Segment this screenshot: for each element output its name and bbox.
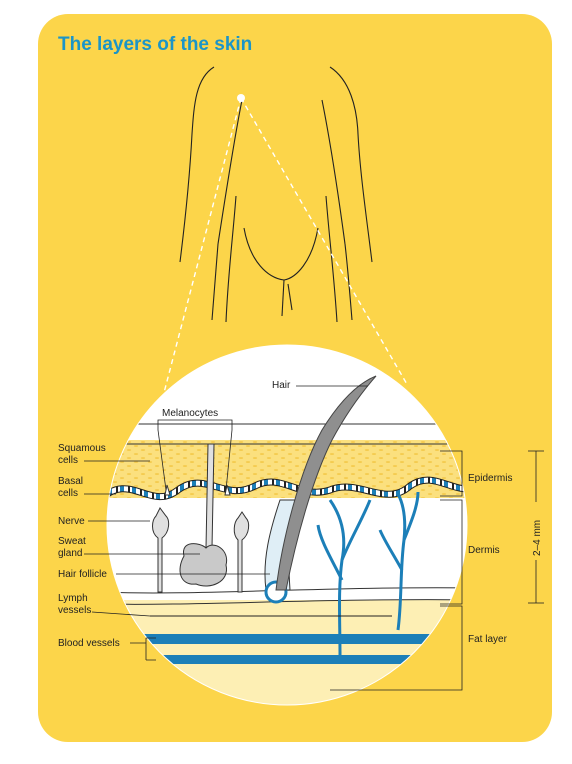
label-hair-follicle: Hair follicle: [58, 569, 107, 580]
blood-vessel-upper: [140, 634, 467, 644]
blood-vessel-tree: [316, 491, 420, 657]
label-dermis: Dermis: [468, 545, 500, 556]
label-squamous-1: Squamous: [58, 443, 106, 454]
label-thickness: 2–4 mm: [532, 520, 543, 556]
label-fat-layer: Fat layer: [468, 634, 508, 645]
basal-cell-layer: [107, 477, 467, 502]
blood-vessel-lower: [140, 655, 467, 664]
magnified-skin-section: [106, 344, 468, 706]
label-melanocytes: Melanocytes: [162, 408, 218, 419]
label-hair: Hair: [272, 380, 291, 391]
nerve: [152, 507, 170, 593]
label-nerve: Nerve: [58, 516, 85, 527]
label-lymph-2: vessels: [58, 605, 91, 616]
body-outline: [179, 66, 373, 323]
sweat-gland: [179, 543, 228, 587]
label-epidermis: Epidermis: [468, 473, 512, 484]
label-lymph-1: Lymph: [58, 593, 88, 604]
label-blood-vessels: Blood vessels: [58, 638, 120, 649]
sweat-gland-duct: [205, 443, 215, 549]
hair-shaft: [275, 375, 377, 591]
label-sweat-1: Sweat: [58, 536, 86, 547]
zoom-guides: [159, 97, 409, 409]
label-basal-2: cells: [58, 488, 78, 499]
nerve-2: [233, 511, 250, 593]
label-basal-1: Basal: [58, 476, 83, 487]
label-squamous-2: cells: [58, 455, 78, 466]
page-title: The layers of the skin: [58, 34, 253, 55]
label-sweat-2: gland: [58, 548, 82, 559]
